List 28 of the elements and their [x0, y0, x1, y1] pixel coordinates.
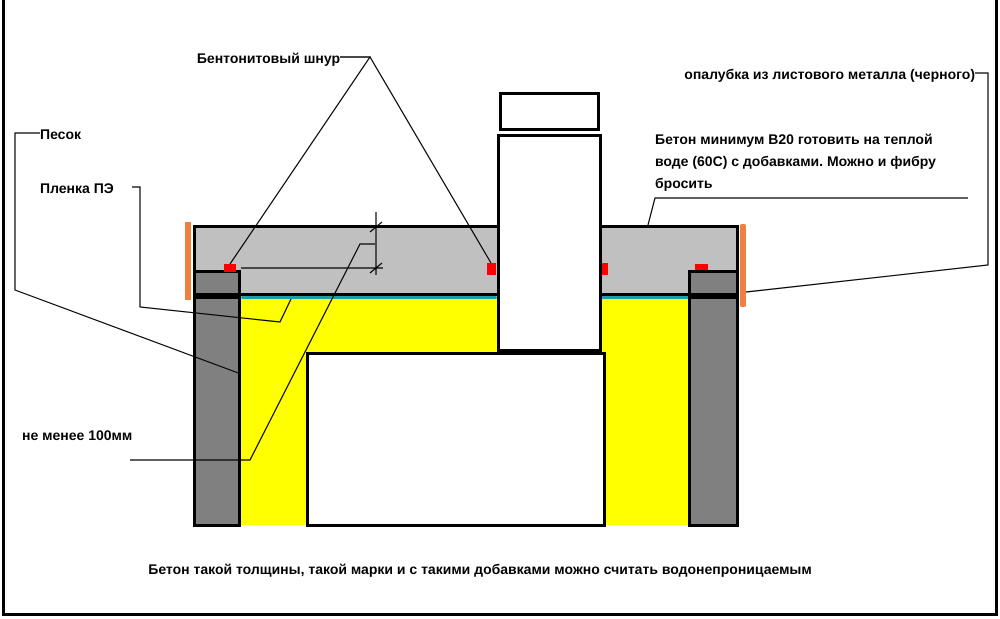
concrete-slab — [602, 225, 739, 296]
callout-label: Бентонитовый шнур — [196, 49, 340, 68]
formwork-strip — [740, 224, 746, 307]
leader-line — [132, 186, 292, 323]
pillar-cap — [499, 92, 600, 131]
block-wall — [193, 296, 241, 527]
sand-fill — [602, 299, 688, 525]
pillar — [497, 134, 602, 352]
leader-line — [230, 56, 372, 264]
sand-fill — [306, 299, 497, 352]
callout-label: опалубка из листового металла (черного) — [684, 65, 975, 84]
callout-label: Песок — [40, 125, 82, 144]
cord-mark — [224, 264, 236, 272]
caption-note: Бетон такой толщины, такой марки и с такими добавками можно считать водонепроницаемым — [148, 560, 812, 579]
block-wall — [688, 296, 739, 527]
leader-line — [746, 72, 989, 293]
callout-label: Бетон минимум В20 готовить на теплой воде (60С) с добавками. Можно и фибру бросить — [655, 130, 937, 193]
film-layer — [241, 296, 497, 299]
callout-label: не менее 100мм — [22, 426, 132, 445]
sand-fill — [241, 299, 306, 525]
concrete-slab — [193, 225, 497, 296]
leader-line — [14, 132, 242, 375]
leader-line — [340, 56, 492, 264]
leader-line — [647, 197, 968, 226]
foundation-block — [306, 352, 606, 527]
cord-mark — [487, 263, 496, 275]
callout-label: Пленка ПЭ — [40, 179, 114, 198]
leader-line — [130, 243, 375, 461]
